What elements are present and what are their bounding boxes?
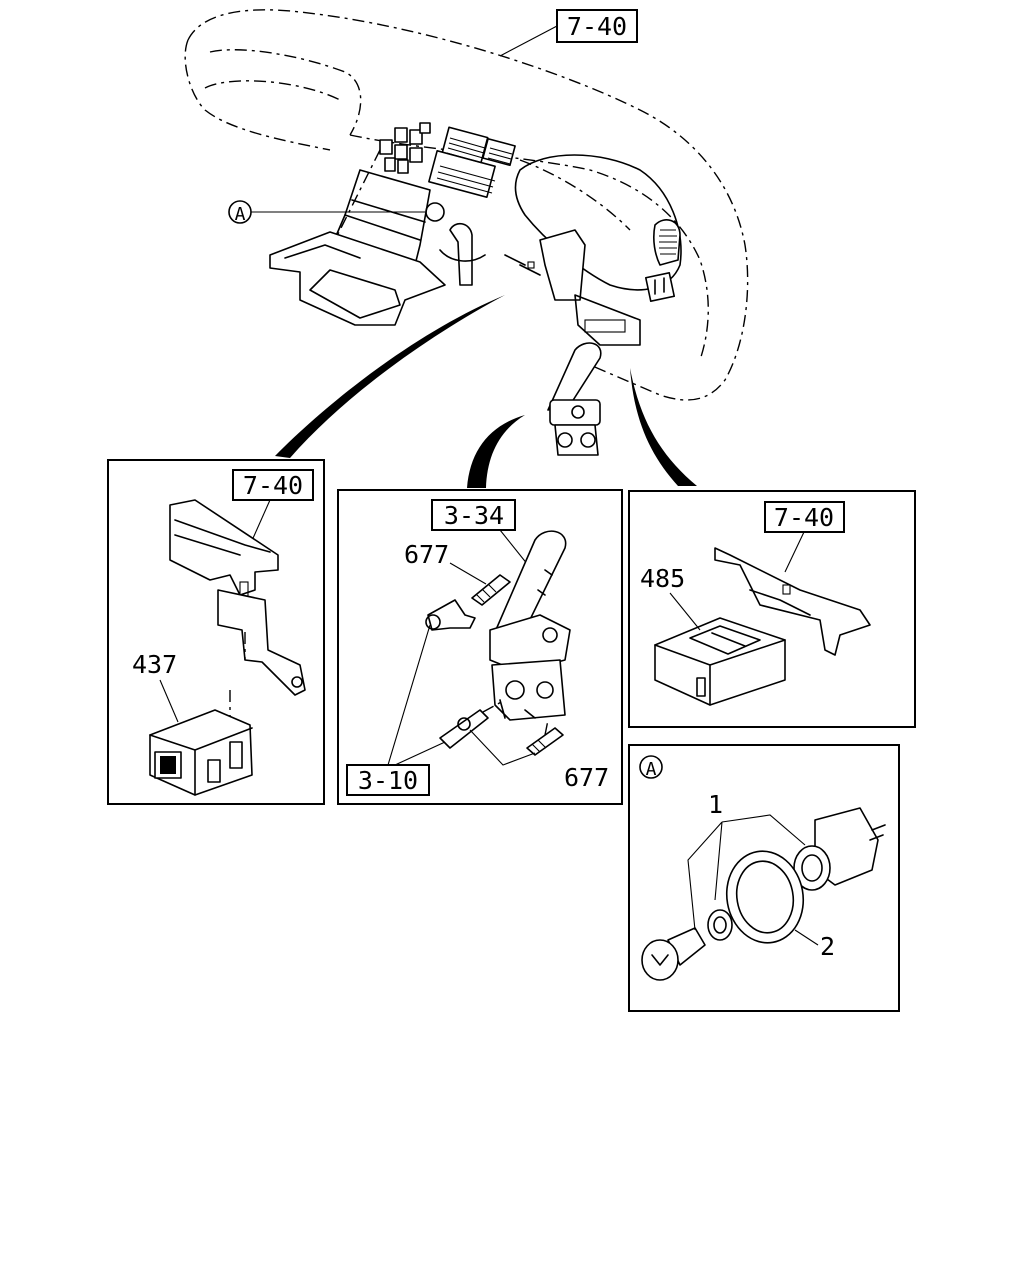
- left-panel: 7-40 437: [107, 459, 325, 805]
- detail-part-1: 1: [708, 790, 723, 819]
- connector-swooshes: [275, 295, 697, 488]
- right-part-number: 485: [640, 564, 685, 593]
- center-bottom-part-number: 677: [564, 763, 609, 792]
- dashboard-assembly: [184, 9, 749, 401]
- detail-part-2: 2: [820, 932, 835, 961]
- switch-bank: [379, 122, 431, 174]
- brake-valve-thumbnail: [547, 342, 602, 456]
- center-panel: 3-34 677 677 3-10: [337, 489, 623, 805]
- right-panel-ref-label: 7-40: [774, 503, 834, 532]
- left-panel-ref-label: 7-40: [243, 471, 303, 500]
- detail-a-marker: A: [228, 200, 425, 225]
- right-panel: 7-40 485: [628, 490, 916, 728]
- left-part-number: 437: [132, 650, 177, 679]
- console-tray: [269, 231, 446, 326]
- center-vents: [428, 126, 516, 199]
- center-ref-label: 3-34: [444, 501, 504, 530]
- dashboard-ref-callout: 7-40: [499, 9, 638, 57]
- detail-a-panel-title: A: [646, 759, 657, 780]
- center-bottom-ref-label: 3-10: [358, 766, 418, 795]
- dashboard-ref-label: 7-40: [567, 12, 627, 41]
- detail-a-marker-letter: A: [235, 204, 246, 225]
- center-top-part-number: 677: [404, 540, 449, 569]
- detail-a-panel: A 1 2: [628, 744, 900, 1012]
